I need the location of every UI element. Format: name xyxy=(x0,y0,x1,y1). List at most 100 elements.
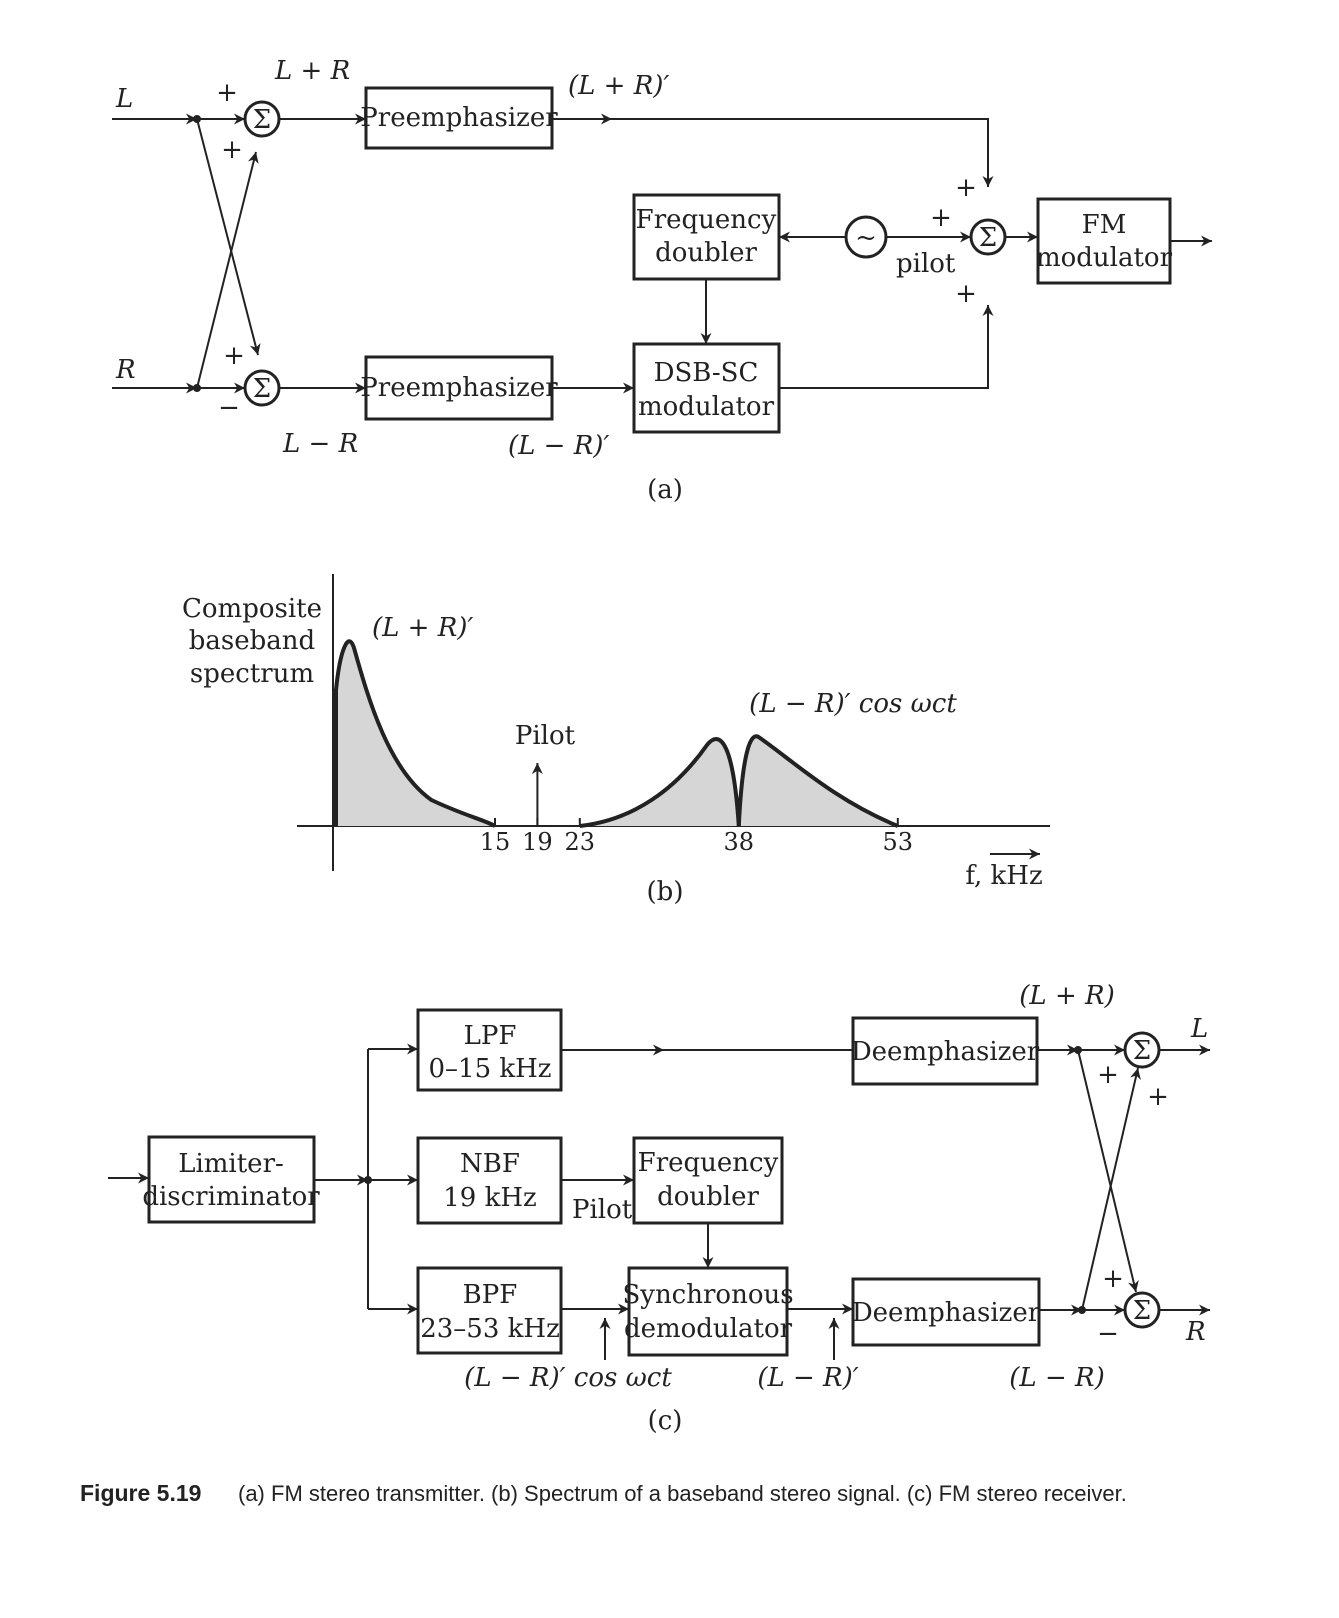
sigma-bottom: Σ xyxy=(1133,1296,1151,1326)
transmitter-diagram: L R Σ + + L + R Σ + − L − R Preemphasize… xyxy=(112,56,1212,505)
deemphasizer-top-block xyxy=(851,1016,1039,1086)
diff-preemph-label: (L − R)′ xyxy=(508,431,609,461)
demod-out-label: (L − R)′ xyxy=(757,1363,858,1393)
minus-sign: − xyxy=(1097,1319,1119,1349)
deemphasizer-top-label: Deemphasizer xyxy=(851,1037,1040,1067)
limiter-line1: Limiter- xyxy=(178,1149,284,1179)
caption-a: (a) xyxy=(647,475,683,505)
bpf-line1: BPF xyxy=(463,1280,518,1310)
sigma-top: Σ xyxy=(1133,1036,1151,1066)
sum-signal-label: L + R xyxy=(274,56,350,86)
cross-wire xyxy=(1077,1049,1139,1293)
dsb-to-summer-wire xyxy=(779,305,994,389)
cross-wire xyxy=(1081,1067,1141,1311)
dsb-sc-line1: DSB-SC xyxy=(654,358,759,388)
plus-sign: + xyxy=(216,78,238,108)
sum-preemph-label: (L + R)′ xyxy=(568,71,669,101)
limiter-discriminator-block xyxy=(147,1135,316,1224)
sync-demod-line2: demodulator xyxy=(624,1314,793,1344)
synchronous-demodulator-block xyxy=(627,1266,789,1357)
bpf-block xyxy=(416,1266,563,1355)
band-diff-upper-fill xyxy=(738,736,898,826)
limiter-line2: discriminator xyxy=(142,1182,320,1212)
nbf-line2: 19 kHz xyxy=(443,1183,536,1213)
tick-label: 38 xyxy=(724,828,755,856)
plus-sign: + xyxy=(955,279,977,309)
diff-signal-label: (L − R) xyxy=(1009,1363,1104,1393)
plus-sign: + xyxy=(1147,1082,1169,1112)
plus-sign: + xyxy=(223,341,245,371)
frequency-doubler-block xyxy=(632,193,781,281)
l-cross-wire xyxy=(196,118,261,356)
sum-signal-label: (L + R) xyxy=(1019,981,1114,1011)
sum-to-summer-wire xyxy=(552,118,994,187)
lpf-line1: LPF xyxy=(464,1021,517,1051)
frequency-doubler-line1: Frequency xyxy=(636,205,777,235)
frequency-doubler-line2: doubler xyxy=(655,238,757,268)
pilot-label: pilot xyxy=(896,249,956,279)
input-l-label: L xyxy=(115,84,133,114)
band-diff-lower-fill xyxy=(579,739,739,826)
frequency-doubler-line2: doubler xyxy=(657,1182,759,1212)
tick-label: 19 xyxy=(522,828,553,856)
sigma-bottom: Σ xyxy=(253,374,271,404)
pilot-label: Pilot xyxy=(572,1195,633,1225)
bpf-out-label: (L − R)′ cos ωct xyxy=(464,1363,672,1393)
band-diff-upper-curve xyxy=(736,734,899,828)
ylabel-line3: spectrum xyxy=(190,659,314,689)
deemphasizer-bottom-block xyxy=(851,1277,1041,1347)
spectrum-chart: Composite baseband spectrum 15 19 23 38 53 (… xyxy=(182,574,1050,907)
annotation-sum-band: (L + R)′ xyxy=(372,613,473,643)
figure-caption: (a) FM stereo transmitter. (b) Spectrum … xyxy=(238,1481,1127,1506)
preemphasizer-bottom-block xyxy=(364,355,554,421)
r-cross-wire xyxy=(196,151,259,389)
sigma-output: Σ xyxy=(979,223,997,253)
nbf-block xyxy=(416,1136,563,1225)
band-sum-curve xyxy=(334,639,496,828)
dsb-sc-modulator-block xyxy=(632,342,781,434)
plus-sign: + xyxy=(1097,1060,1119,1090)
band-diff-lower-curve xyxy=(579,737,741,828)
xlabel: f, kHz xyxy=(965,861,1042,891)
fm-modulator-line1: FM xyxy=(1082,210,1127,240)
fm-modulator-line2: modulator xyxy=(1036,243,1173,273)
frequency-doubler-line1: Frequency xyxy=(638,1148,779,1178)
output-l-label: L xyxy=(1190,1014,1208,1044)
caption-c: (c) xyxy=(648,1406,683,1436)
tilde-icon: ~ xyxy=(855,223,877,253)
frequency-doubler-block xyxy=(632,1136,784,1225)
output-r-label: R xyxy=(1185,1317,1206,1347)
lpf-block xyxy=(416,1008,563,1092)
plus-sign: + xyxy=(221,135,243,165)
band-sum-fill xyxy=(336,641,495,826)
spectrum-marks: 15 19 23 38 53 xyxy=(334,639,914,856)
sync-demod-line1: Synchronous xyxy=(622,1280,793,1310)
input-r-label: R xyxy=(115,355,136,385)
annotation-dsb-band: (L − R)′ cos ωct xyxy=(749,689,957,719)
plus-sign: + xyxy=(955,173,977,203)
preemphasizer-bottom-label: Preemphasizer xyxy=(360,373,558,403)
preemphasizer-top-block xyxy=(364,86,554,150)
fm-modulator-block xyxy=(1036,197,1172,285)
tick-label: 15 xyxy=(480,828,511,856)
lpf-line2: 0–15 kHz xyxy=(428,1054,551,1084)
deemphasizer-bottom-label: Deemphasizer xyxy=(852,1298,1041,1328)
caption-b: (b) xyxy=(647,877,684,907)
receiver-diagram: Limiter- discriminator LPF 0–15 kHz NBF … xyxy=(108,981,1210,1436)
figure-number: Figure 5.19 xyxy=(80,1480,201,1506)
ylabel-line1: Composite xyxy=(182,594,322,624)
plus-sign: + xyxy=(1102,1264,1124,1294)
tick-label: 53 xyxy=(883,828,914,856)
plus-sign: + xyxy=(930,203,952,233)
dsb-sc-line2: modulator xyxy=(638,392,775,422)
tick-label: 23 xyxy=(565,828,596,856)
minus-sign: − xyxy=(218,393,240,423)
preemphasizer-top-label: Preemphasizer xyxy=(360,103,558,133)
nbf-line1: NBF xyxy=(460,1149,520,1179)
sigma-top: Σ xyxy=(253,105,271,135)
bpf-line2: 23–53 kHz xyxy=(420,1314,560,1344)
ylabel-line2: baseband xyxy=(189,626,315,656)
diff-signal-label: L − R xyxy=(282,429,358,459)
annotation-pilot: Pilot xyxy=(515,721,576,751)
